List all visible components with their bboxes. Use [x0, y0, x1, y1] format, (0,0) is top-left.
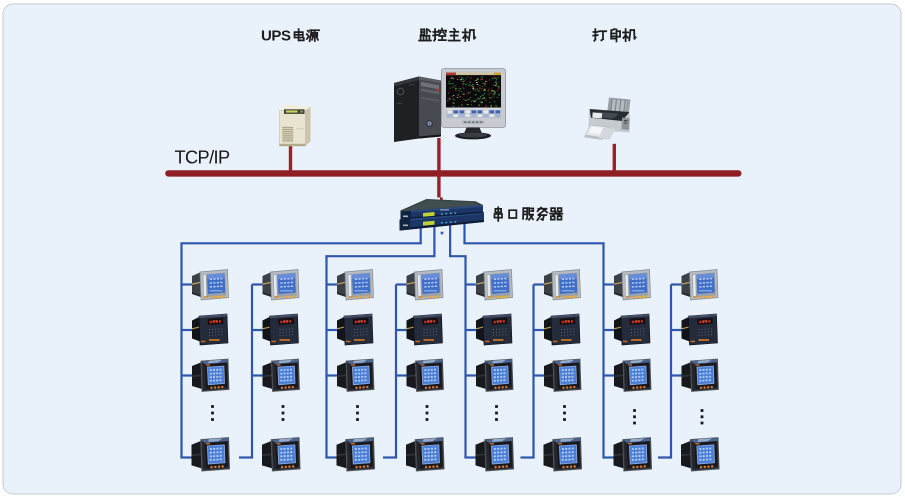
svg-text:TCP/IP: TCP/IP [175, 147, 230, 167]
svg-text:UPS: UPS [261, 27, 291, 44]
